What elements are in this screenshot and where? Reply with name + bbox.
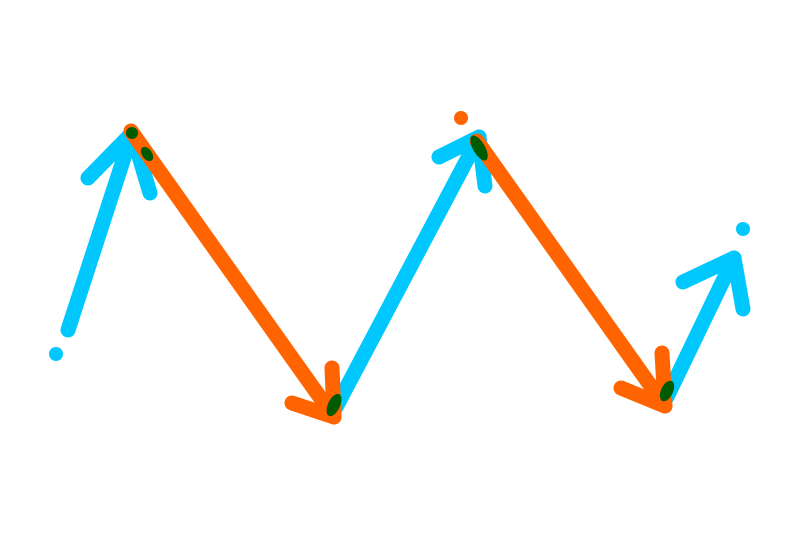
arrow-up-3-shaft xyxy=(659,250,742,405)
arrow-down-2-head xyxy=(613,345,673,414)
arrow-up-3 xyxy=(659,250,751,405)
dot-start xyxy=(49,347,63,361)
dot-end xyxy=(736,222,750,236)
arrow-up-2 xyxy=(326,129,493,419)
overlap-joint-top-1 xyxy=(126,127,138,139)
arrow-down-2 xyxy=(469,133,673,414)
arrow-up-1-shaft xyxy=(60,125,140,338)
arrow-down-1-shaft xyxy=(123,123,342,425)
arrow-down-1 xyxy=(123,123,342,425)
arrow-up-1 xyxy=(60,125,158,338)
dots xyxy=(49,111,750,361)
overlap-joint-top-2 xyxy=(470,135,488,161)
overlap-joint-bottom-1 xyxy=(326,393,342,417)
overlap-joints xyxy=(126,127,675,417)
overlap-joint-top-1b xyxy=(140,146,154,162)
arrow-up-3-head xyxy=(675,250,751,317)
arrow-down-1-head xyxy=(284,360,342,425)
arrow-down-2-shaft xyxy=(469,133,673,414)
overlap-joint-bottom-2 xyxy=(659,380,675,402)
dot-mid-top xyxy=(454,111,468,125)
arrow-up-2-shaft xyxy=(326,129,487,419)
